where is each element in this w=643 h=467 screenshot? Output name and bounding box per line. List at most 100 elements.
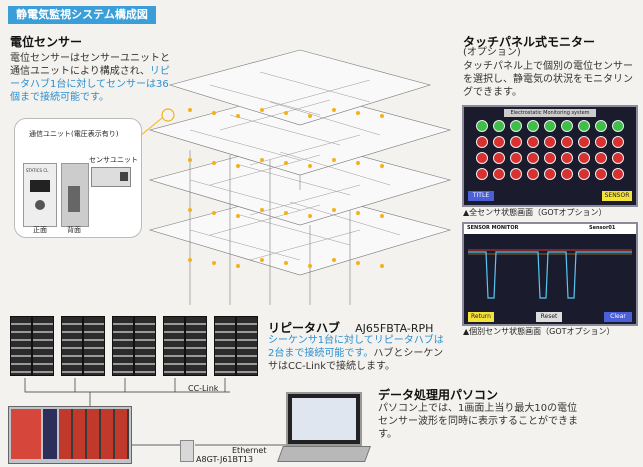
sensor-dot bbox=[332, 258, 336, 262]
sensor-desc-a: 電位センサーはセンサーユニットと通信ユニットにより構成され、 bbox=[10, 53, 170, 77]
repeater-hub bbox=[10, 316, 54, 376]
sensor-lamp[interactable] bbox=[476, 168, 488, 180]
sensor-lamp[interactable] bbox=[544, 120, 556, 132]
sensor-lamp[interactable] bbox=[510, 152, 522, 164]
sensor-lamp[interactable] bbox=[544, 168, 556, 180]
sensor-dot bbox=[308, 114, 312, 118]
screen2-reset-button[interactable]: Reset bbox=[536, 312, 562, 322]
sensor-dot bbox=[308, 164, 312, 168]
caption-individual-sensor: ▲個別センサ状態画面（GOTオプション） bbox=[463, 327, 615, 336]
sensor-lamp[interactable] bbox=[595, 168, 607, 180]
sensor-lamp[interactable] bbox=[612, 120, 624, 132]
sensor-lamp[interactable] bbox=[544, 136, 556, 148]
caption-all-sensor: ▲全センサ状態画面（GOTオプション） bbox=[463, 208, 607, 217]
sensor-dot bbox=[332, 108, 336, 112]
sensor-lamp[interactable] bbox=[561, 120, 573, 132]
front-label: 正面 bbox=[33, 226, 47, 234]
ethernet-label: Ethernet bbox=[232, 446, 267, 455]
sensor-dot bbox=[188, 208, 192, 212]
sensor-dot bbox=[212, 261, 216, 265]
sensor-lamp[interactable] bbox=[527, 136, 539, 148]
sensor-dot bbox=[380, 114, 384, 118]
laptop-screen bbox=[286, 392, 362, 446]
sensor-dot bbox=[236, 164, 240, 168]
sensor-dot bbox=[236, 264, 240, 268]
waveform-line bbox=[468, 251, 632, 299]
sensor-lamp[interactable] bbox=[476, 120, 488, 132]
sensor-lamp[interactable] bbox=[527, 168, 539, 180]
plc-rack bbox=[8, 406, 132, 464]
sensor-lamp[interactable] bbox=[612, 136, 624, 148]
sensor-dot bbox=[212, 111, 216, 115]
sensor-lamp[interactable] bbox=[544, 152, 556, 164]
sensor-lamp[interactable] bbox=[493, 136, 505, 148]
sensor-lamp[interactable] bbox=[561, 152, 573, 164]
touch-panel-subtitle: (オプション) bbox=[463, 47, 521, 58]
sensor-dot bbox=[212, 211, 216, 215]
comm-unit-front: STATICS CL bbox=[23, 163, 57, 227]
device-brand: STATICS CL bbox=[26, 168, 49, 173]
hub-unit bbox=[236, 316, 258, 376]
sensor-lamp[interactable] bbox=[527, 120, 539, 132]
sensor-lamp[interactable] bbox=[510, 136, 522, 148]
sensor-lamp[interactable] bbox=[561, 136, 573, 148]
leader-line bbox=[139, 117, 163, 137]
sensor-title: 電位センサー bbox=[10, 35, 83, 49]
sensor-dot bbox=[380, 214, 384, 218]
sensor-lamp[interactable] bbox=[595, 120, 607, 132]
sensor-lamp[interactable] bbox=[595, 152, 607, 164]
screen1-title-button[interactable]: TITLE bbox=[468, 191, 494, 201]
sensor-dot bbox=[380, 164, 384, 168]
sensor-dot bbox=[236, 214, 240, 218]
sensor-dot bbox=[212, 161, 216, 165]
floor-level-4 bbox=[168, 49, 432, 126]
sensor-device-inset: 通信ユニット(電圧表示有り) センサユニット STATICS CL 正面 背面 bbox=[14, 118, 142, 238]
individual-sensor-screen: SENSOR MONITOR Sensor01 Return Reset Cle… bbox=[462, 222, 638, 326]
sensor-lamp[interactable] bbox=[527, 152, 539, 164]
sensor-lamp[interactable] bbox=[476, 152, 488, 164]
hub-unit bbox=[10, 316, 32, 376]
sensor-lamp[interactable] bbox=[493, 152, 505, 164]
hub-unit bbox=[83, 316, 105, 376]
sensor-lamp[interactable] bbox=[578, 120, 590, 132]
hub-unit bbox=[134, 316, 156, 376]
repeater-desc-b: ハブとシーケンサはCC-Linkで接続します。 bbox=[268, 348, 444, 372]
sensor-lamp[interactable] bbox=[595, 136, 607, 148]
sensor-lamp[interactable] bbox=[578, 136, 590, 148]
sensor-lamp[interactable] bbox=[578, 168, 590, 180]
sensor-dot bbox=[188, 258, 192, 262]
sensor-lamp[interactable] bbox=[510, 168, 522, 180]
sensor-unit bbox=[91, 167, 131, 187]
module-label: A8GT-J61BT13 bbox=[196, 455, 254, 464]
sensor-lamp[interactable] bbox=[612, 168, 624, 180]
sensor-dot bbox=[284, 211, 288, 215]
plc-power-module bbox=[11, 409, 41, 459]
sensor-dot bbox=[356, 161, 360, 165]
screen2-titlebar: SENSOR MONITOR Sensor01 bbox=[464, 224, 636, 234]
sensor-dot bbox=[188, 158, 192, 162]
repeater-desc-a: シーケンサ1台に対してリピータハブは2台まで接続可能です。 bbox=[268, 335, 444, 359]
repeater-title-row: リピータハブ AJ65FBTA-RPH bbox=[268, 317, 433, 336]
sensor-unit-head bbox=[120, 172, 128, 181]
sensor-lamp[interactable] bbox=[510, 120, 522, 132]
screen2-return-button[interactable]: Return bbox=[468, 312, 494, 322]
sensor-lamp[interactable] bbox=[476, 136, 488, 148]
sensor-lamp[interactable] bbox=[493, 168, 505, 180]
screen1-sensor-button[interactable]: SENSOR bbox=[602, 191, 632, 201]
touch-panel-desc: タッチパネル上で個別の電位センサーを選択し、静電気の状況をモニタリングできます。 bbox=[463, 61, 633, 98]
screen2-clear-button[interactable]: Clear bbox=[604, 312, 632, 322]
sensor-dot bbox=[332, 208, 336, 212]
sensor-desc: 電位センサーはセンサーユニットと通信ユニットにより構成され、リピータハブ1台に対… bbox=[10, 52, 170, 104]
back-connector bbox=[68, 186, 80, 212]
sensor-lamp[interactable] bbox=[612, 152, 624, 164]
comm-unit-back bbox=[61, 163, 89, 227]
plc-cpu-module bbox=[43, 409, 57, 459]
sensor-lamp[interactable] bbox=[493, 120, 505, 132]
sensor-lamp[interactable] bbox=[561, 168, 573, 180]
sensor-dot bbox=[380, 264, 384, 268]
hub-unit bbox=[112, 316, 134, 376]
sensor-lamp[interactable] bbox=[578, 152, 590, 164]
touch-panel-title: タッチパネル式モニター bbox=[463, 35, 596, 49]
device-display bbox=[30, 180, 50, 192]
page-header: 静電気監視システム構成図 bbox=[8, 6, 156, 24]
